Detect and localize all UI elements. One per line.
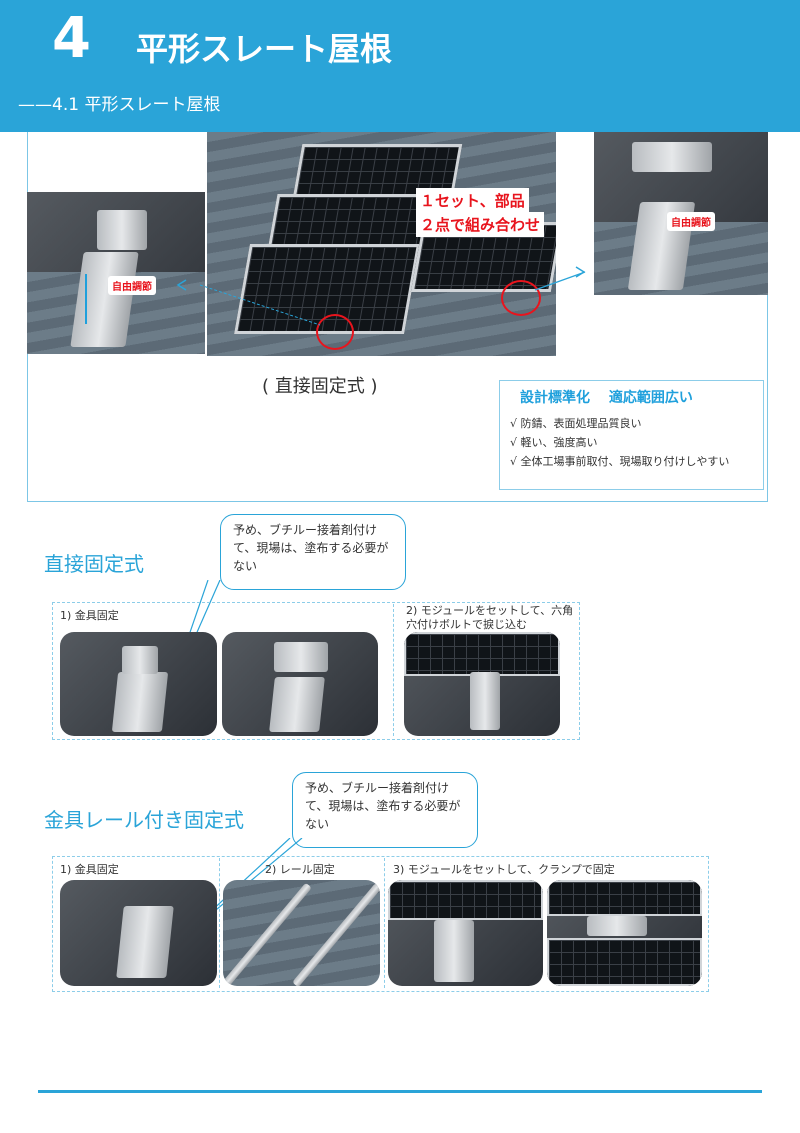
feature-item: √ 防錆、表面処理品質良い	[510, 417, 642, 430]
callout-line-2: ２点で組み合わせ	[416, 212, 545, 237]
step-photo-bracket	[60, 632, 217, 736]
step-photo-clamp-1	[388, 880, 543, 986]
chapter-number: 4	[52, 6, 91, 71]
chapter-title: 平形スレート屋根	[136, 30, 393, 68]
step-photo-bracket-2	[222, 632, 378, 736]
feature-item: √ 全体工場事前取付、現場取り付けしやすい	[510, 455, 730, 468]
adjust-tag-left: 自由調節	[108, 276, 156, 295]
step-label: 1) 金具固定	[60, 863, 119, 876]
features-box: 設計標準化 適応範囲広い √ 防錆、表面処理品質良い √ 軽い、強度高い √ 全…	[499, 380, 764, 490]
chapter-header	[0, 0, 800, 132]
highlight-circle-1	[316, 314, 354, 350]
step-label: 2) モジュールをセットして、六角穴付けボルトで捩じ込む	[406, 604, 574, 631]
step-photo-rail-bracket	[60, 880, 217, 986]
note-bubble-direct: 予め、ブチルー接着剤付けて、現場は、塗布する必要がない	[220, 514, 406, 590]
steps-divider	[393, 604, 394, 736]
feature-item: √ 軽い、強度高い	[510, 436, 598, 449]
roof-panels-photo	[207, 132, 556, 356]
step-label: 3) モジュールをセットして、クランプで固定	[393, 863, 615, 876]
arrow-left-icon	[176, 279, 187, 291]
callout-line-1: １セット、部品	[416, 188, 529, 213]
section-title-rail: 金具レール付き固定式	[44, 808, 244, 832]
step-photo-module-bolt	[404, 632, 560, 736]
adjust-tag-right: 自由調節	[667, 212, 715, 231]
note-bubble-rail: 予め、ブチルー接着剤付けて、現場は、塗布する必要がない	[292, 772, 478, 848]
section-subtitle: ——4.1 平形スレート屋根	[18, 95, 221, 115]
bracket-detail-photo-left	[27, 192, 205, 354]
steps-divider	[219, 858, 220, 988]
footer-rule	[38, 1090, 762, 1093]
steps-frame-direct	[52, 602, 580, 740]
highlight-circle-2	[501, 280, 541, 316]
features-title: 設計標準化 適応範囲広い	[520, 390, 693, 406]
steps-frame-rail	[52, 856, 709, 992]
step-label: 1) 金具固定	[60, 609, 119, 622]
arrow-right-icon	[575, 266, 586, 278]
step-photo-clamp-2	[547, 880, 702, 986]
overview-caption: ( 直接固定式 )	[262, 376, 378, 397]
steps-divider	[384, 858, 385, 988]
section-title-direct: 直接固定式	[44, 552, 144, 576]
step-label: 2) レール固定	[265, 863, 335, 876]
step-photo-rail	[223, 880, 380, 986]
bracket-detail-photo-right	[594, 132, 768, 295]
